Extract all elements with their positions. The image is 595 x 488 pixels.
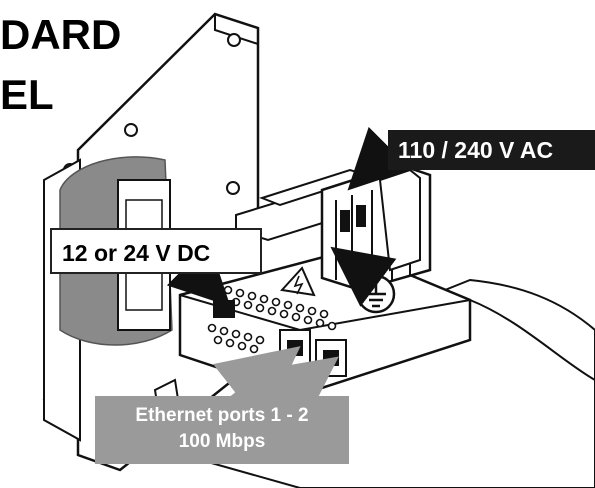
ground-symbol-icon bbox=[356, 274, 396, 314]
mounting-panel-edge bbox=[214, 14, 259, 45]
screw-hole bbox=[124, 123, 138, 137]
screw-hole bbox=[227, 33, 241, 47]
ethernet-ports-label-line2: 100 Mbps bbox=[178, 431, 266, 452]
screw-hole bbox=[226, 181, 240, 195]
ethernet-arrow-2 bbox=[250, 356, 339, 437]
ethernet-ports-label-line1: Ethernet ports 1 - 2 bbox=[135, 405, 309, 426]
ac-voltage-label: 110 / 240 V AC bbox=[388, 130, 595, 170]
dc-voltage-label: 12 or 24 V DC bbox=[50, 228, 262, 274]
ac-terminal-screw bbox=[340, 210, 350, 232]
ground-arrow bbox=[330, 246, 397, 307]
dc-arrow bbox=[166, 242, 231, 307]
base-curve bbox=[469, 299, 595, 381]
dc-connector bbox=[213, 300, 235, 318]
warning-triangle-icon bbox=[280, 266, 316, 297]
ethernet-ports-label: Ethernet ports 1 - 2 100 Mbps bbox=[95, 396, 349, 464]
ac-arrow bbox=[347, 126, 412, 191]
ac-terminal-slots bbox=[335, 178, 411, 288]
ac-terminal-screw bbox=[356, 205, 366, 227]
title-line-2: EL bbox=[0, 71, 54, 118]
title-line-1: DARD bbox=[0, 11, 122, 58]
